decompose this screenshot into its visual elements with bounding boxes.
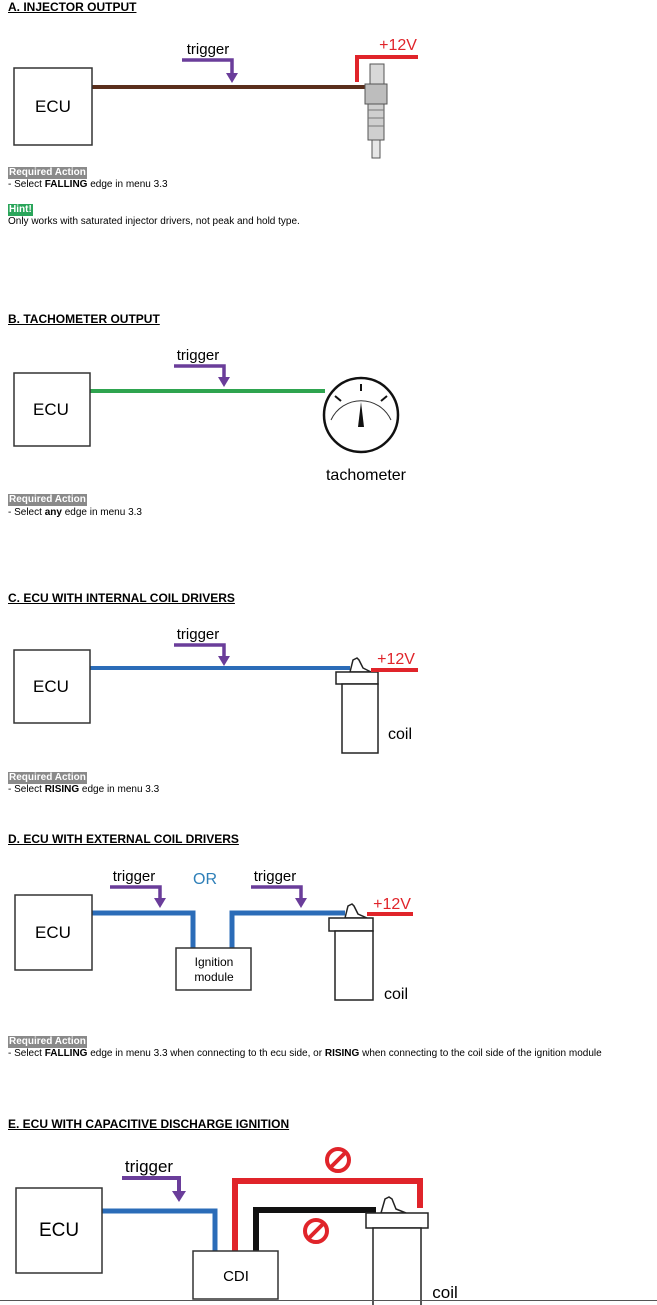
forbidden-icon: [325, 1147, 351, 1173]
required-action-badge: Required Action: [8, 494, 87, 506]
ecu-to-module-wire: [92, 910, 196, 950]
trigger-arrow: [174, 643, 226, 660]
ecu-box: [15, 1187, 103, 1274]
trigger-arrow: [182, 58, 234, 77]
or-label: OR: [193, 871, 217, 888]
injector-diagram: ECU trigger +12V: [13, 37, 418, 159]
hint-badge: Hint!: [8, 204, 33, 216]
cdi-label: CDI: [223, 1268, 249, 1285]
coil-icon: [365, 1196, 429, 1305]
coil-icon: [335, 657, 379, 754]
internal-coil-diagram: ECU trigger +12V coil: [13, 626, 418, 754]
section-d-action: - Select FALLING edge in menu 3.3 when c…: [8, 1048, 602, 1059]
ecu-label: ECU: [35, 923, 71, 942]
trigger-arrow: [251, 885, 303, 902]
section-a-title: A. INJECTOR OUTPUT: [8, 0, 137, 14]
section-a-hint: Only works with saturated injector drive…: [8, 216, 300, 227]
trigger-arrow: [110, 885, 162, 902]
coil-label: coil: [388, 726, 412, 743]
section-b-title: B. TACHOMETER OUTPUT: [8, 312, 160, 326]
section-a-action: - Select FALLING edge in menu 3.3: [8, 179, 168, 190]
ecu-label: ECU: [33, 400, 69, 419]
v12-label: +12V: [373, 896, 411, 913]
power-wire: [355, 55, 418, 82]
ignition-module-label-1: Ignition: [195, 955, 234, 969]
trigger-arrow: [174, 364, 226, 381]
cdi-box: [192, 1250, 279, 1300]
tachometer-icon: [322, 376, 400, 454]
required-action-badge: Required Action: [8, 1036, 87, 1048]
section-d-title: D. ECU WITH EXTERNAL COIL DRIVERS: [8, 832, 239, 846]
section-c-title: C. ECU WITH INTERNAL COIL DRIVERS: [8, 591, 235, 605]
forbidden-icon: [303, 1218, 329, 1244]
bottom-divider: [0, 1300, 657, 1301]
section-c-action: - Select RISING edge in menu 3.3: [8, 784, 160, 795]
required-action-badge: Required Action: [8, 167, 87, 179]
section-e-title: E. ECU WITH CAPACITIVE DISCHARGE IGNITIO…: [8, 1117, 290, 1131]
cdi-diagram: ECU trigger CDI coil: [15, 1147, 458, 1305]
coil-label: coil: [432, 1283, 458, 1302]
external-coil-diagram: ECU trigger OR trigger Ignition module +…: [14, 868, 413, 1003]
trigger-arrow: [122, 1176, 181, 1195]
v12-label: +12V: [379, 37, 417, 54]
ignition-module-box: [175, 947, 252, 991]
trigger-label-ecu-side: trigger: [113, 868, 156, 885]
ecu-box: [13, 649, 91, 724]
ecu-label: ECU: [39, 1220, 79, 1241]
trigger-label: trigger: [125, 1157, 174, 1176]
v12-label: +12V: [377, 651, 415, 668]
module-to-coil-wire: [229, 910, 345, 950]
ecu-box: [13, 67, 93, 146]
trigger-label: trigger: [187, 41, 230, 58]
coil-icon: [328, 903, 374, 1001]
ecu-box: [14, 894, 93, 971]
trigger-label: trigger: [177, 347, 220, 364]
ecu-label: ECU: [35, 97, 71, 116]
ecu-to-cdi-wire: [102, 1208, 218, 1251]
trigger-label: trigger: [177, 626, 220, 643]
tachometer-diagram: ECU trigger tachometer: [13, 347, 407, 484]
cdi-power-wire: [232, 1178, 423, 1251]
injector-icon: [364, 63, 388, 159]
section-b-action: - Select any edge in menu 3.3: [8, 507, 142, 518]
trigger-label-coil-side: trigger: [254, 868, 297, 885]
ecu-label: ECU: [33, 677, 69, 696]
ignition-module-label-2: module: [194, 970, 234, 984]
ecu-box: [13, 372, 91, 447]
required-action-badge: Required Action: [8, 772, 87, 784]
coil-label: coil: [384, 986, 408, 1003]
tachometer-label: tachometer: [326, 467, 407, 484]
